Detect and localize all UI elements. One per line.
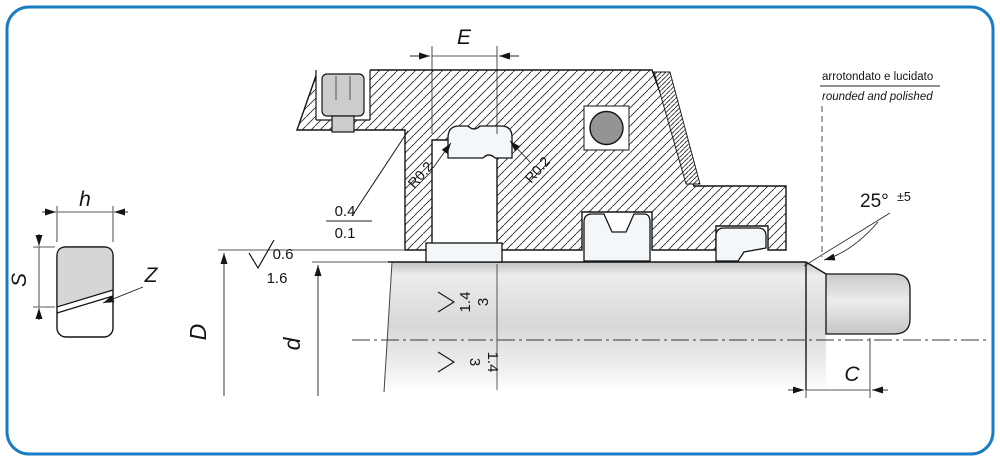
left-seal-figure: h S Z [8,188,159,338]
dim-e: E [410,26,519,134]
shaft-roughness-top-1: 1.4 [457,292,474,313]
roughness-upper: 0.6 [273,246,294,263]
roughness-check-icon [248,239,275,270]
slide-ring [425,242,503,263]
housing-section [296,69,787,251]
housing-joint-wedge [653,71,701,185]
shaft-roughness-bottom-2: 1.4 [484,352,501,373]
dim-s-label: S [8,273,31,287]
leader-line [432,142,452,169]
bore-lead-in-callout: 0.4 0.1 [326,130,409,242]
dim-e-label: E [457,26,472,49]
wiper-seal-profile [715,227,767,262]
dim-h-label: h [79,188,91,211]
dim-d-bore: D [185,249,404,396]
oring-cross-section [589,110,624,146]
rod-seal-profile [583,213,651,262]
dim-shaft-label: d [279,336,305,350]
chamfer-angle-callout: 25° ±5 [803,190,911,267]
roughness-lower: 1.6 [267,270,288,287]
lead-in-chamfer-line [351,130,409,217]
note-english: rounded and polished [822,91,933,103]
leader-line [509,140,532,164]
roughness-check-icon [437,351,456,373]
roughness-check-icon [437,291,456,313]
tolerance-upper: 0.4 [335,203,356,220]
chamfer-angle-label: 25° [860,191,889,212]
angle-arc-leader [823,221,879,261]
chamfer-extension-line [803,212,891,267]
shaft-body [384,262,826,392]
dim-c-label: C [844,363,860,386]
edge-finish-note: arrotondato e lucidato rounded and polis… [820,71,940,257]
z-label: Z [144,264,159,287]
shaft-break-line [383,261,393,393]
dim-bore-label: D [185,324,211,341]
housing [296,64,787,251]
seals [425,125,767,263]
z-leader-line [102,286,144,304]
shaft-end-piece [825,273,911,335]
groove-top-seal-profile [447,125,513,159]
shaft-roughness-top-2: 3 [475,298,492,306]
note-italian: arrotondato e lucidato [822,71,933,83]
shaft-roughness-callouts: 1.4 3 3 1.4 [437,264,501,390]
screw-head [321,73,365,117]
chamfer-angle-tolerance: ±5 [897,190,911,204]
seal-ring-body [56,246,114,308]
shaft-roughness-bottom-1: 3 [466,358,483,366]
dim-d-shaft: d [279,261,390,396]
tolerance-lower: 0.1 [335,225,356,242]
screw-shank [331,115,355,133]
shaft-chamfer-line [805,261,827,275]
dim-c: C [788,338,888,398]
